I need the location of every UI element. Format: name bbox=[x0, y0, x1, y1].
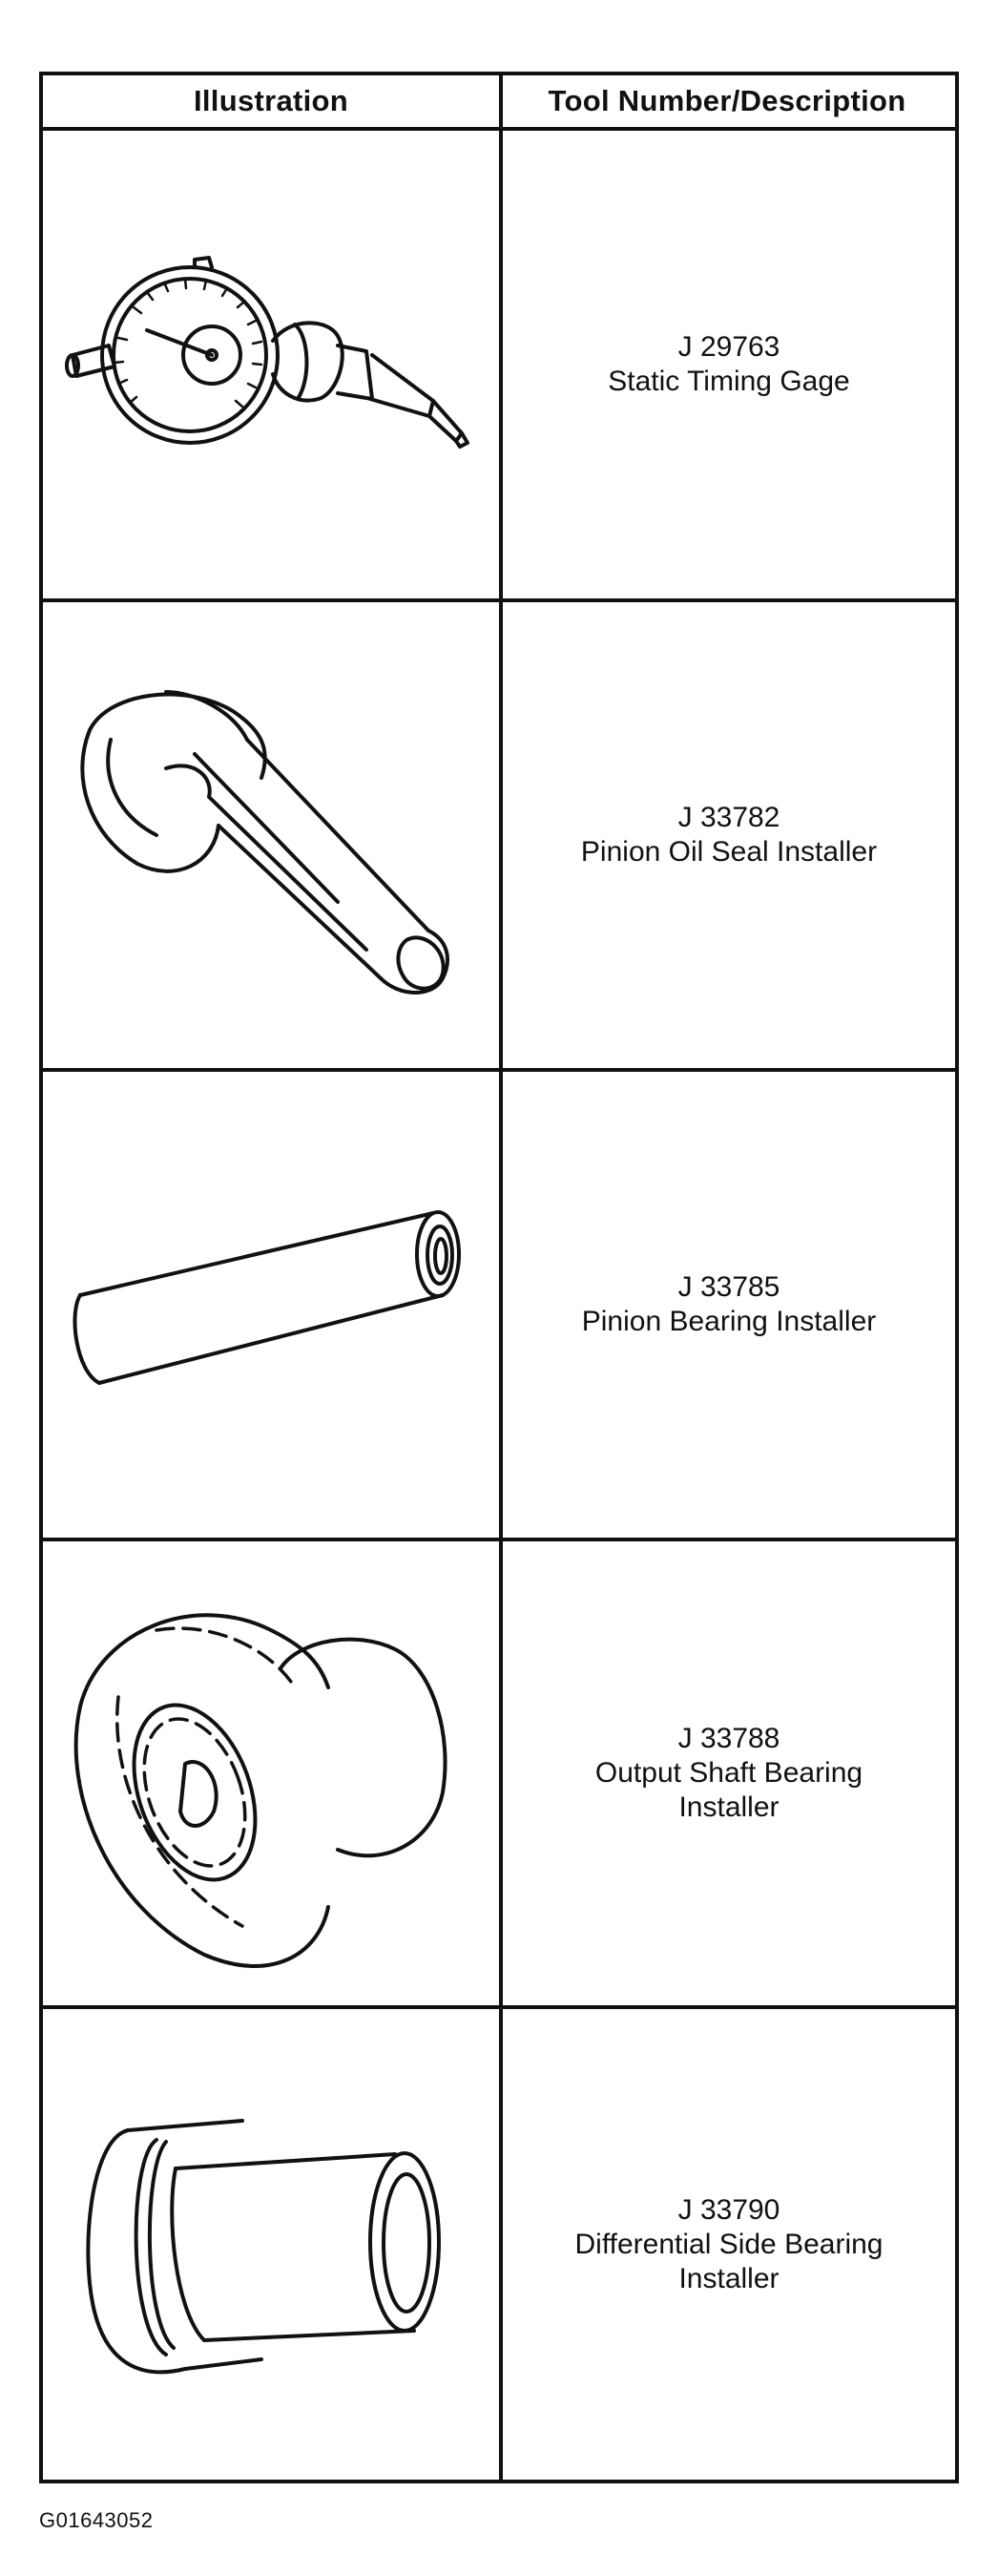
tool-description: Static Timing Gage bbox=[608, 366, 850, 397]
header-tool-number-description: Tool Number/Description bbox=[548, 84, 906, 117]
table-row: J 33782 Pinion Oil Seal Installer bbox=[43, 602, 955, 1072]
tool-description: Pinion Bearing Installer bbox=[581, 1306, 877, 1337]
pinion-bearing-installer-icon bbox=[73, 1210, 461, 1385]
illustration-cell bbox=[43, 1072, 499, 1538]
pinion-oil-seal-installer-icon bbox=[80, 690, 449, 995]
illustration-cell bbox=[43, 1541, 499, 2005]
static-timing-gage-icon bbox=[65, 256, 469, 449]
description-cell: J 33782 Pinion Oil Seal Installer bbox=[503, 602, 955, 1068]
tool-number: J 33782 bbox=[677, 802, 780, 833]
table-header: Illustration Tool Number/Description bbox=[43, 75, 955, 131]
table-row: J 33788 Output Shaft Bearing Installer bbox=[43, 1541, 955, 2009]
illustration-cell bbox=[43, 602, 499, 1068]
table-row: J 29763 Static Timing Gage bbox=[43, 131, 955, 602]
illustration-cell bbox=[43, 131, 499, 598]
table-row: J 33790 Differential Side Bearing Instal… bbox=[43, 2009, 955, 2480]
tool-number: J 33788 bbox=[677, 1723, 780, 1754]
description-cell: J 33790 Differential Side Bearing Instal… bbox=[503, 2009, 955, 2480]
tool-number: J 33790 bbox=[677, 2193, 780, 2226]
differential-side-bearing-installer-icon bbox=[86, 2118, 441, 2374]
description-cell: J 29763 Static Timing Gage bbox=[503, 131, 955, 598]
column-divider bbox=[499, 75, 503, 2480]
tool-number: J 29763 bbox=[677, 331, 780, 363]
header-illustration: Illustration bbox=[193, 84, 349, 117]
illustration-cell bbox=[43, 2009, 499, 2480]
table-row: J 33785 Pinion Bearing Installer bbox=[43, 1072, 955, 1541]
description-cell: J 33788 Output Shaft Bearing Installer bbox=[503, 1541, 955, 2005]
tool-number: J 33785 bbox=[677, 1271, 780, 1303]
tools-table: Illustration Tool Number/Description bbox=[39, 72, 959, 2483]
description-cell: J 33785 Pinion Bearing Installer bbox=[503, 1072, 955, 1538]
tool-description: Output Shaft Bearing Installer bbox=[594, 1757, 863, 1823]
figure-id: G01643052 bbox=[39, 2508, 154, 2532]
output-shaft-bearing-installer-icon bbox=[73, 1613, 447, 1968]
tool-description: Pinion Oil Seal Installer bbox=[580, 836, 878, 868]
tool-description: Differential Side Bearing Installer bbox=[574, 2228, 884, 2294]
